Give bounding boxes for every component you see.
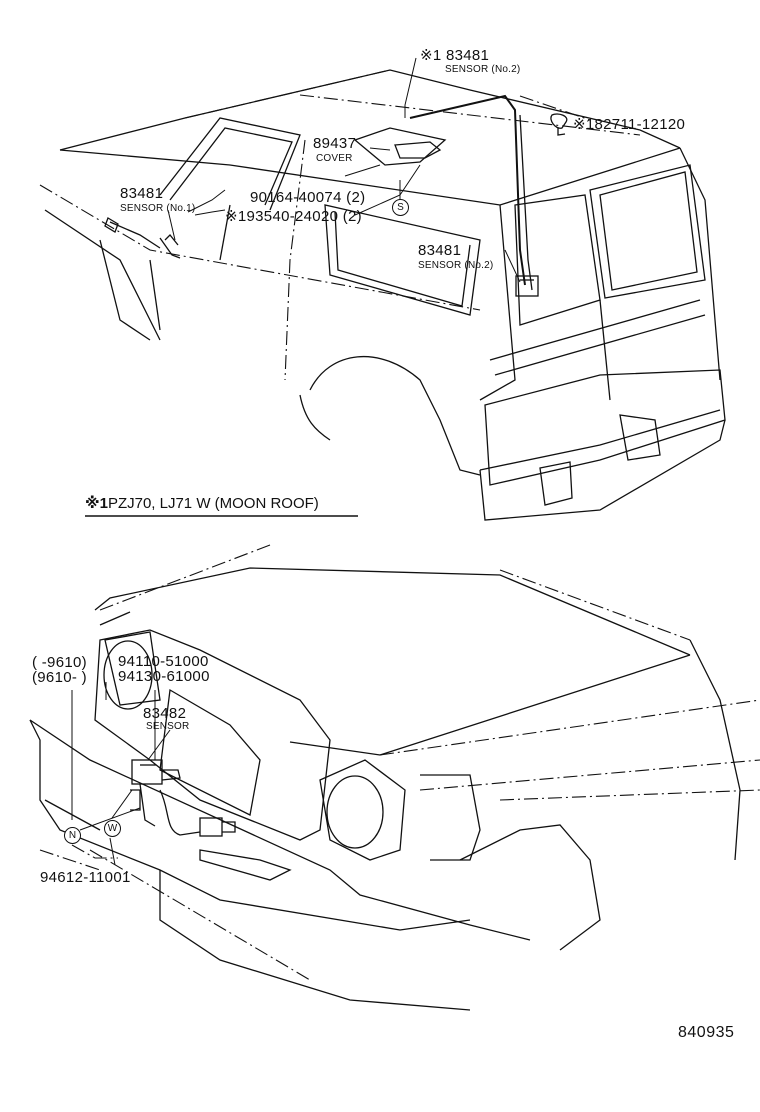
pillar-sensor-name: SENSOR (No.2) bbox=[418, 260, 494, 271]
front-sensor-name: SENSOR (No.1) bbox=[120, 203, 196, 214]
bolt-number: 93540-24020 (2) bbox=[246, 208, 362, 225]
illustration-code: 840935 bbox=[678, 1024, 735, 1041]
bolt-part-number: ※193540-24020 (2) bbox=[225, 209, 362, 224]
clip-part-number: ※182711-12120 bbox=[573, 117, 685, 132]
screw-part-number: 90164-40074 (2) bbox=[250, 189, 366, 206]
screw-symbol-icon: S bbox=[392, 199, 409, 216]
clip-marker: ※1 bbox=[573, 116, 595, 133]
sensor-name: SENSOR bbox=[146, 721, 190, 732]
applicability-note: ※1PZJ70, LJ71 W (MOON ROOF) bbox=[85, 496, 319, 511]
roof-sensor-part-number: 83481 bbox=[445, 47, 490, 64]
front-sensor-part-number: 83481 bbox=[120, 185, 164, 202]
pillar-sensor-part-number: 83481 bbox=[418, 242, 462, 259]
screw-lower-part-number: 94612-11001 bbox=[40, 869, 131, 886]
roof-sensor-marker: ※1 bbox=[420, 47, 442, 64]
bolt-marker: ※1 bbox=[225, 208, 247, 225]
vehicle-body-lower bbox=[29, 544, 760, 1011]
bolt-b-part-number: 94130-61000 bbox=[118, 668, 210, 685]
roof-sensor-number: ※1 83481 bbox=[420, 48, 489, 63]
cover-part-number: 89437 bbox=[313, 135, 357, 152]
date-range-after: (9610- ) bbox=[32, 669, 87, 686]
cover-name: COVER bbox=[316, 153, 353, 164]
date-range-before: ( -9610) bbox=[32, 654, 87, 671]
sensor-part-number: 83482 bbox=[143, 705, 187, 722]
roof-sensor-name: SENSOR (No.2) bbox=[445, 64, 521, 75]
vehicle-body-upper bbox=[39, 57, 726, 521]
bolt-a-part-number: 94110-51000 bbox=[118, 653, 209, 670]
note-marker: ※1 bbox=[85, 495, 108, 512]
clip-number: 82711-12120 bbox=[594, 116, 686, 133]
washer-symbol-icon: W bbox=[104, 820, 121, 837]
nut-symbol-icon: N bbox=[64, 827, 81, 844]
note-text: PZJ70, LJ71 W (MOON ROOF) bbox=[107, 495, 319, 512]
